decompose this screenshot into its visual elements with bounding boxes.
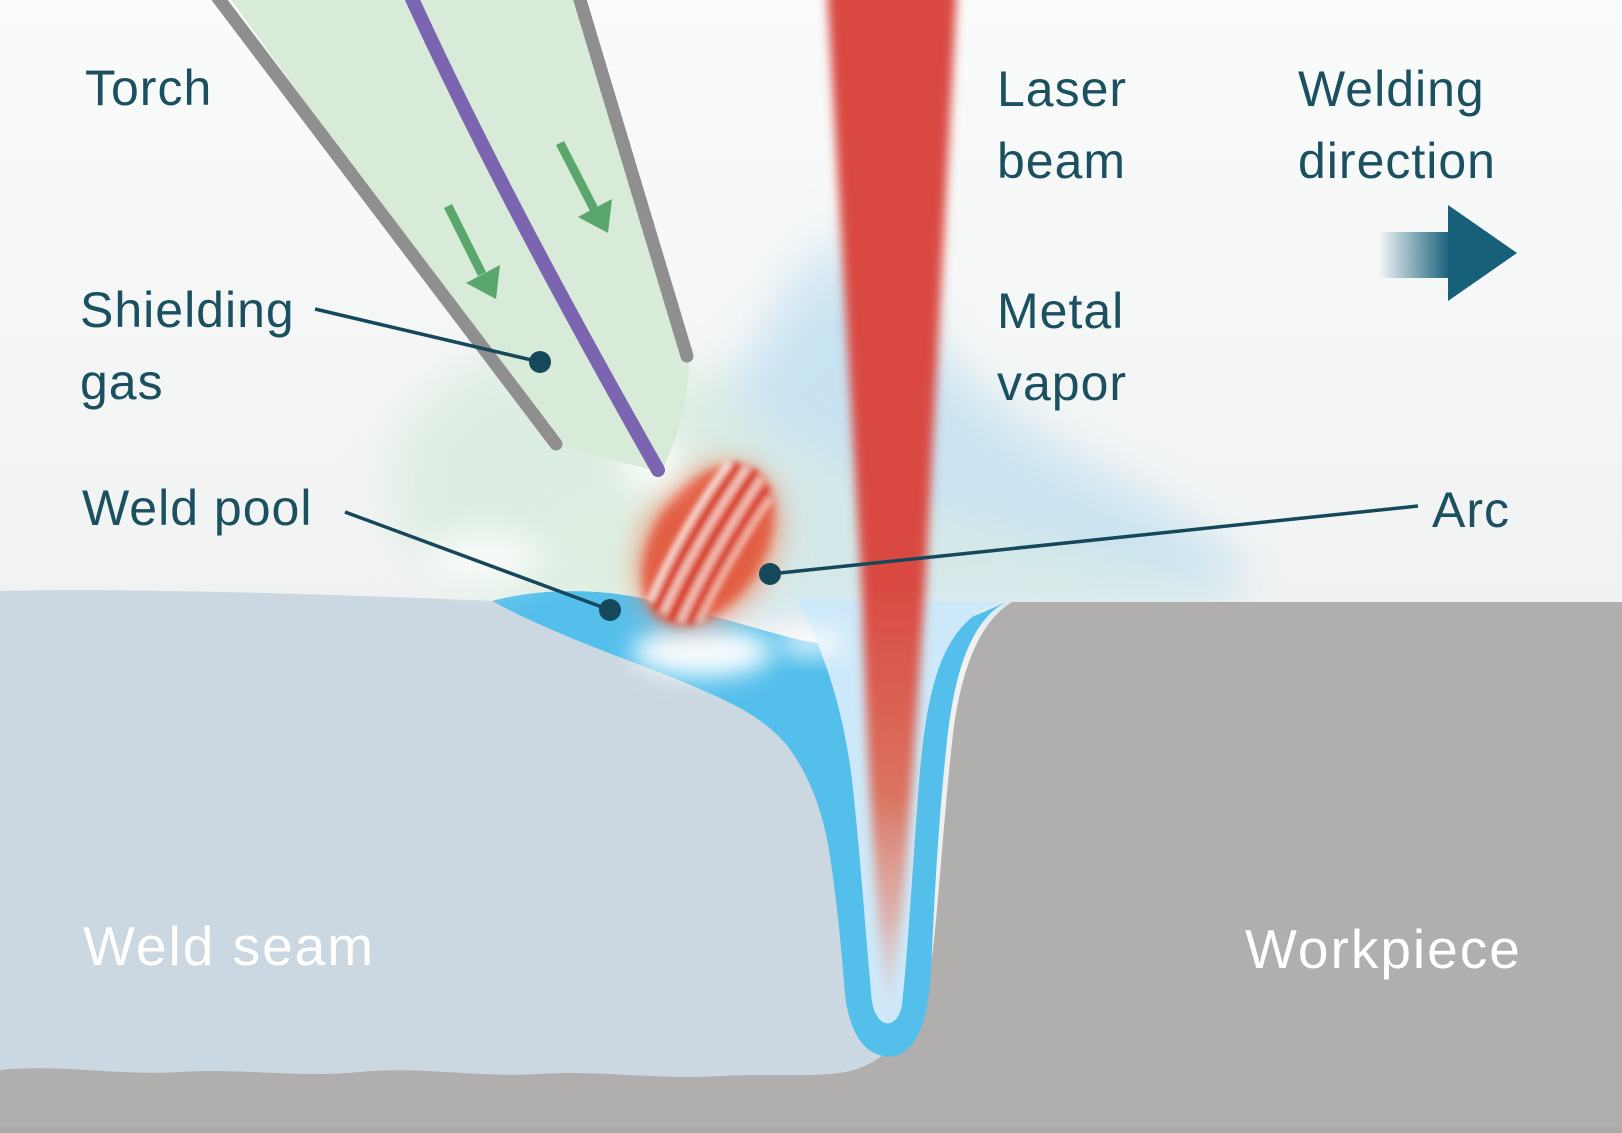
weld-pool-leader: [344, 510, 611, 612]
welding-direction-arrow: [1378, 205, 1517, 301]
arc-streak-red-3: [686, 485, 769, 625]
torch-label: Torch: [85, 60, 212, 116]
weld-pool-dot: [599, 599, 621, 621]
gas-arrow-right-shaft: [555, 140, 599, 212]
arc-plasma: [621, 447, 795, 643]
gas-arrow-left-head: [466, 265, 500, 299]
welding-direction-label-line2: direction: [1298, 133, 1496, 189]
shielding-gas-dot: [529, 351, 551, 373]
shielding-gas-label-line2: gas: [80, 354, 164, 410]
surface-haze-left: [427, 532, 543, 584]
shielding-gas-leader: [314, 307, 541, 364]
metal-vapor-label-line1: Metal: [997, 283, 1124, 339]
torch-wall-right: [573, 0, 694, 363]
laser-beam-label-line2: beam: [997, 133, 1126, 189]
arc-streak-red-2: [668, 469, 758, 622]
arc-streak-white-2: [660, 466, 749, 615]
laser-beam-shape: [827, 0, 957, 1020]
gas-arrow-left-shaft: [443, 203, 487, 277]
arc-streak-white-1: [647, 461, 731, 603]
surface-glow-right: [778, 628, 846, 656]
laser-beam-label-line1: Laser: [997, 61, 1127, 117]
weld-seam-region: [0, 590, 900, 1133]
arc-dot: [759, 563, 781, 585]
weld-pool-label: Weld pool: [82, 480, 312, 536]
gas-flow-arrows: [443, 140, 612, 299]
arc-streak-white-3: [678, 477, 763, 624]
leader-dots: [529, 351, 781, 621]
weld-seam-label: Weld seam: [83, 915, 375, 977]
welding-direction-arrow-tail: [1378, 232, 1450, 278]
workpiece-label: Workpiece: [1245, 918, 1522, 980]
gas-arrow-right-head: [578, 199, 612, 233]
bottom-edge-shade: [0, 1127, 1622, 1133]
leader-lines: [314, 307, 1419, 612]
arc-streak-white-4: [696, 497, 772, 624]
metal-vapor-label-line2: vapor: [997, 355, 1127, 411]
workpiece-region: [0, 602, 1622, 1133]
gas-cloud-right-lobe: [690, 350, 1235, 601]
arc-streak-red-1: [653, 462, 742, 610]
torch-wall-left: [211, 0, 563, 451]
welding-direction-label-line1: Welding: [1298, 61, 1485, 117]
arc-leader: [769, 504, 1419, 576]
wire-electrode: [404, 0, 665, 477]
shielding-gas-label-line1: Shielding: [80, 282, 295, 338]
arc-label: Arc: [1432, 482, 1510, 538]
welding-direction-arrow-head: [1448, 205, 1517, 301]
